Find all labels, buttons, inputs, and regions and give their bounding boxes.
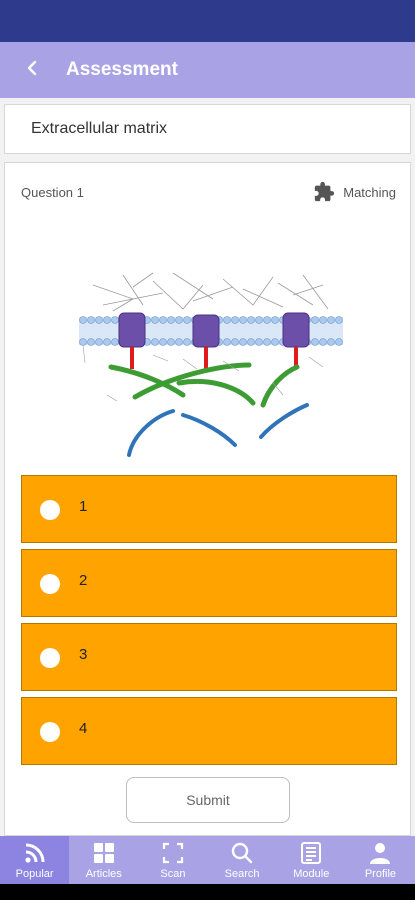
nav-item-scan[interactable]: Scan [138,836,207,884]
nav-item-articles[interactable]: Articles [69,836,138,884]
nav-label: Module [293,868,330,880]
app-bar: Assessment [0,42,415,98]
topic-title: Extracellular matrix [31,120,168,137]
search-icon [230,840,254,866]
grid-icon [92,840,116,866]
answer-option-4[interactable]: 4 [21,697,397,765]
page-title: Assessment [66,59,178,80]
nav-label: Scan [160,868,186,880]
radio-button[interactable] [40,648,60,668]
answer-option-2[interactable]: 2 [21,549,397,617]
radio-button[interactable] [40,574,60,594]
nav-label: Popular [15,868,54,880]
nav-label: Search [224,868,260,880]
question-type: Matching [313,181,396,203]
nav-label: Profile [364,868,397,880]
answer-option-1[interactable]: 1 [21,475,397,543]
module-icon [299,840,323,866]
puzzle-icon [313,181,335,203]
back-button[interactable] [4,42,60,98]
radio-button[interactable] [40,500,60,520]
radio-button[interactable] [40,722,60,742]
person-icon [368,840,392,866]
question-type-label: Matching [343,184,396,200]
option-label: 4 [79,720,88,737]
option-label: 2 [79,572,88,589]
nav-item-module[interactable]: Module [277,836,346,884]
rss-icon [23,840,47,866]
system-navigation-bar [0,884,415,900]
bottom-navigation: Popular Articles Scan Search Module Prof… [0,836,415,884]
topic-card: Extracellular matrix [4,104,411,154]
submit-button[interactable]: Submit [126,777,290,823]
answer-option-3[interactable]: 3 [21,623,397,691]
nav-item-profile[interactable]: Profile [346,836,415,884]
nav-item-popular[interactable]: Popular [0,836,70,884]
extracellular-matrix-diagram [73,265,349,465]
question-label: Question 1 [21,184,84,200]
answer-options: 1 2 3 4 [21,475,397,771]
chevron-left-icon [24,60,40,81]
scan-icon [161,840,185,866]
question-card: Question 1 Matching [4,162,411,836]
question-header: Question 1 Matching [21,181,396,203]
nav-item-search[interactable]: Search [208,836,277,884]
option-label: 1 [79,498,88,515]
option-label: 3 [79,646,88,663]
status-bar [0,0,415,42]
nav-label: Articles [85,868,122,880]
